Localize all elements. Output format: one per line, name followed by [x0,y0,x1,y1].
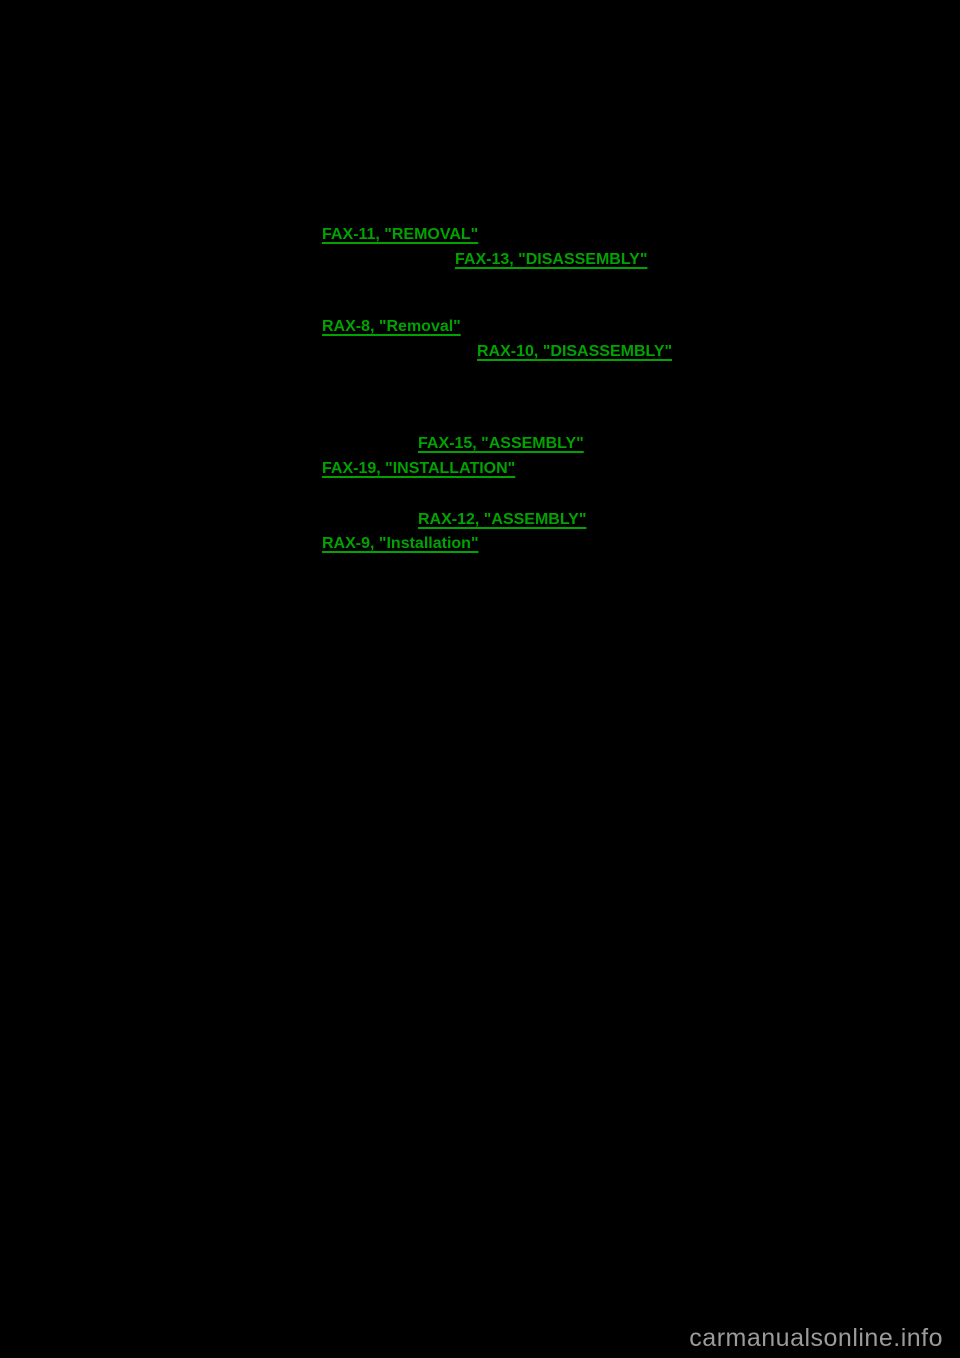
watermark-text: carmanualsonline.info [689,1324,943,1352]
link-fax-11-removal[interactable]: FAX-11, "REMOVAL" [322,226,479,243]
link-fax-13-disassembly[interactable]: FAX-13, "DISASSEMBLY" [455,251,648,268]
link-rax-12-assembly[interactable]: RAX-12, "ASSEMBLY" [418,511,587,528]
link-rax-9-installation[interactable]: RAX-9, "Installation" [322,535,479,552]
link-rax-8-removal[interactable]: RAX-8, "Removal" [322,318,461,335]
link-rax-10-disassembly[interactable]: RAX-10, "DISASSEMBLY" [477,343,673,360]
link-fax-19-installation[interactable]: FAX-19, "INSTALLATION" [322,460,516,477]
link-fax-15-assembly[interactable]: FAX-15, "ASSEMBLY" [418,435,584,452]
